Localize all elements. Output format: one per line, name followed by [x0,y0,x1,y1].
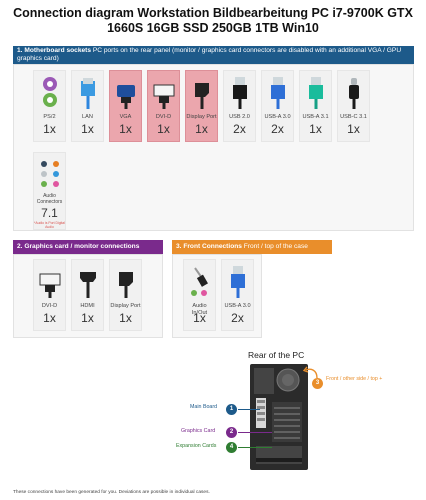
port-label: VGA [119,114,132,120]
port-label: USB-A 3.1 [302,114,329,120]
port-label: USB-C 3.1 [340,114,367,120]
port-count: 1x [119,122,132,136]
port-tile: VGA 1x [109,70,142,142]
audio-jacks-icon [36,156,63,192]
expansion-cards-leader [238,447,272,448]
section2-header: 2. Graphics card / monitor connections [13,240,163,254]
rear-title: Rear of the PC [248,350,305,360]
port-label: USB 2.0 [229,114,250,120]
front-arrow-icon [303,366,318,379]
rear-marker-4: 4 [226,442,237,453]
section1-subtitle: PC ports on the rear panel (monitor / gr… [17,47,402,62]
usb31-cable-icon [302,74,329,110]
displayport-cable-icon [112,263,139,299]
port-tile: LAN 1x [71,70,104,142]
port-count: 2x [233,122,246,136]
expansion-cards-label: Expansion Cards [176,443,217,449]
port-label: DVI-D [41,303,58,309]
port-label: Display Port [110,303,141,309]
port-count: 7.1 [41,206,58,220]
port-count: 1x [193,311,206,325]
displayport-cable-icon [188,74,215,110]
port-count: 1x [195,122,208,136]
port-label: PS/2 [43,114,56,120]
usb2-cable-icon [226,74,253,110]
vga-cable-icon [112,74,139,110]
rear-marker-3: 3 [312,378,323,389]
graphics-card-leader [238,432,272,433]
port-label: LAN [82,114,93,120]
main-board-label: Main Board [190,404,218,410]
port-count: 1x [309,122,322,136]
port-label: HDMI [80,303,95,309]
main-board-leader [238,409,260,410]
port-tile: Display Port 1x [185,70,218,142]
port-tile: USB 2.0 2x [223,70,256,142]
port-label: Audio Connectors [36,193,63,205]
graphics-card-label: Graphics Card [181,428,216,434]
port-count: 2x [271,122,284,136]
hdmi-cable-icon [74,263,101,299]
port-tile: USB-C 3.1 1x [337,70,370,142]
port-count: 1x [43,311,56,325]
page-title: Connection diagram Workstation Bildbearb… [13,6,413,35]
port-tile: HDMI 1x [71,259,104,331]
front-label: Front / other side / top + [326,376,383,382]
dvi-cable-icon [36,263,63,299]
port-tile: Display Port 1x [109,259,142,331]
port-tile: DVI-D 1x [147,70,180,142]
audio-note: *Audio is Port Digital Audio [34,221,65,229]
port-tile: USB-A 3.0 2x [221,259,254,331]
port-count: 1x [81,311,94,325]
port-count: 1x [43,122,56,136]
port-count: 2x [231,311,244,325]
footer-note: These connections have been generated fo… [13,490,210,495]
port-count: 1x [119,311,132,325]
section2-heading: 2. Graphics card / monitor connections [17,243,140,250]
pc-tower-illustration [250,364,308,470]
rear-marker-1: 1 [226,404,237,415]
section3-heading: 3. Front Connections [176,243,242,250]
port-tile: DVI-D 1x [33,259,66,331]
port-tile: PS/2 1x [33,70,66,142]
port-tile: USB-A 3.0 2x [261,70,294,142]
usb3-cable-icon [264,74,291,110]
rear-marker-2: 2 [226,427,237,438]
port-count: 1x [81,122,94,136]
port-label: USB-A 3.0 [264,114,291,120]
section1-heading: 1. Motherboard sockets [17,47,92,54]
usb3-cable-icon [224,263,251,299]
lan-cable-icon [74,74,101,110]
section1-header: 1. Motherboard sockets PC ports on the r… [13,46,414,64]
port-count: 1x [157,122,170,136]
port-label: USB-A 3.0 [224,303,251,309]
dvi-cable-icon [150,74,177,110]
section3-subtitle: Front / top of the case [243,243,308,250]
audio-jack-cable-icon [186,263,213,299]
port-label: Audio In/Out [191,303,208,316]
section3-header: 3. Front Connections Front / top of the … [172,240,332,254]
ps2-port-icon [36,74,63,110]
port-count: 1x [347,122,360,136]
port-label: Display Port [186,114,217,120]
port-label: DVI-D [155,114,172,120]
usbc-cable-icon [340,74,367,110]
port-tile: USB-A 3.1 1x [299,70,332,142]
